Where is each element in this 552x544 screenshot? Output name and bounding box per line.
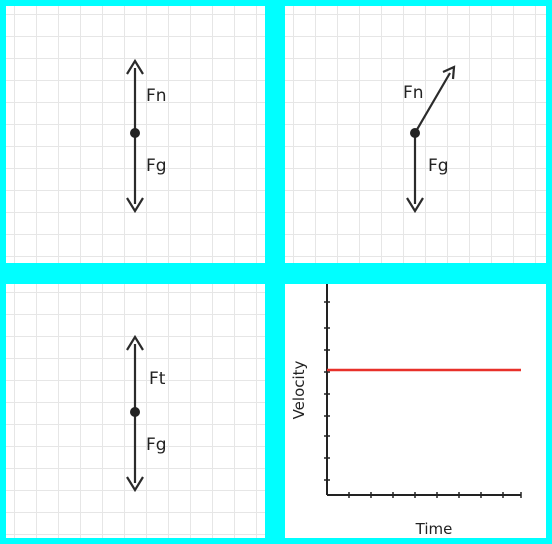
lower-force-label: Fg [146, 156, 167, 176]
free-body-diagram-2: Fn Fg [285, 6, 546, 263]
fbd-2-svg: Fn Fg [403, 65, 456, 214]
graph-axes [326, 284, 521, 496]
axis-ticks [324, 301, 522, 498]
normal-force-arrowhead [442, 65, 456, 80]
normal-force-arrow [414, 72, 451, 134]
lower-force-label: Fg [428, 156, 449, 176]
upper-force-label: Fn [146, 86, 167, 106]
upper-force-label: Ft [149, 369, 166, 389]
y-axis-label: Velocity [290, 360, 308, 419]
x-axis-label: Time [415, 520, 453, 538]
normal-force-arrowhead [126, 58, 144, 75]
fbd-1-svg: Fn Fg [126, 58, 167, 214]
object-point [410, 128, 420, 138]
gravity-force-arrowhead [406, 197, 424, 214]
upper-force-label: Fn [403, 83, 424, 103]
lower-force-label: Fg [146, 435, 167, 455]
object-point [130, 128, 140, 138]
free-body-diagram-3: Ft Fg [6, 284, 265, 538]
gravity-force-arrowhead [126, 476, 144, 493]
fbd-3-svg: Ft Fg [126, 334, 167, 493]
tension-force-arrowhead [126, 334, 144, 351]
gravity-force-arrowhead [126, 197, 144, 214]
velocity-time-graph: Velocity Time [285, 284, 546, 538]
graph-svg: Velocity Time [290, 284, 522, 538]
free-body-diagram-1: Fn Fg [6, 6, 265, 263]
object-point [130, 407, 140, 417]
